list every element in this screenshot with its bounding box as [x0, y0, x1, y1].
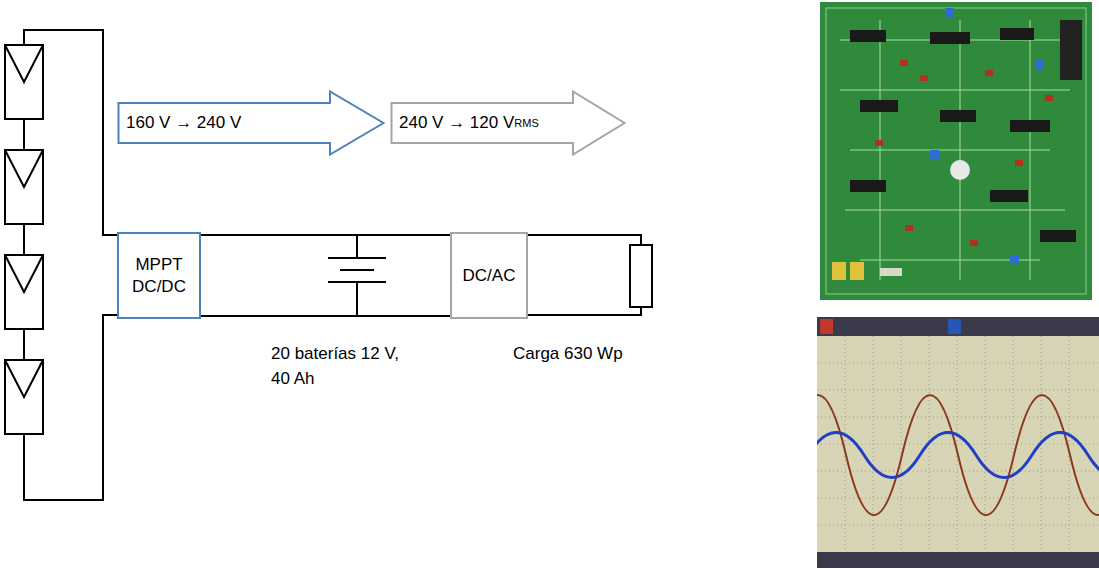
battery-symbol: [340, 269, 374, 271]
block-arrow: 240 V → 120 VRMS: [390, 90, 626, 156]
wire: [24, 315, 117, 500]
wire-connector: [201, 234, 450, 236]
chip: [860, 100, 898, 112]
pcb-trace: [826, 8, 1086, 294]
capacitor: [920, 75, 928, 81]
scope-footer: [817, 552, 1099, 568]
component: [950, 160, 970, 180]
wire: [23, 119, 25, 150]
trimmer: [930, 150, 939, 159]
chip: [850, 30, 886, 42]
node-text: 240 V → 120 V: [399, 113, 514, 133]
node-text: MPPT DC/DC: [132, 255, 186, 296]
chip: [1000, 28, 1034, 40]
wire-connector: [201, 315, 450, 317]
capacitor: [1045, 95, 1053, 101]
trimmer: [945, 8, 954, 17]
wire: [24, 30, 117, 235]
resistor-symbol: [630, 245, 652, 307]
annotation-label: 20 baterías 12 V, 40 Ah: [271, 341, 421, 391]
battery-symbol: [328, 257, 386, 259]
scope-header: [817, 317, 1099, 336]
arrow-shape: [392, 92, 625, 155]
process-box: MPPT DC/DC: [117, 232, 201, 319]
solar-panel: [5, 150, 43, 224]
channel-tag: [948, 319, 961, 334]
voltage-wave: [817, 395, 1099, 515]
chip: [940, 110, 976, 122]
resistor: [880, 268, 902, 276]
channel-tag: [820, 319, 833, 334]
process-box: DC/AC: [450, 232, 528, 319]
wire: [356, 235, 358, 258]
scope-grid: [817, 336, 1099, 552]
solar-panel: [5, 45, 43, 119]
panel-symbol: [5, 150, 43, 187]
wire: [528, 307, 641, 315]
solar-panel: [5, 360, 43, 434]
chip: [990, 190, 1028, 202]
capacitor: [1015, 160, 1023, 166]
text-holder: 160 V → 240 V: [126, 103, 327, 143]
wire: [23, 329, 25, 360]
capacitor: [850, 262, 864, 280]
chip: [930, 32, 970, 44]
text-holder: 240 V → 120 VRMS: [399, 103, 570, 143]
capacitor: [905, 225, 913, 231]
panel-symbol: [5, 360, 43, 397]
wire: [528, 235, 641, 245]
pcb-photo: [820, 2, 1092, 300]
annotation-label: Carga 630 Wp: [513, 341, 683, 366]
scope-photo: [817, 317, 1099, 568]
capacitor: [900, 60, 908, 66]
block-arrow: 160 V → 240 V: [117, 90, 385, 156]
arrow-shape: [119, 92, 384, 155]
subscript-text: RMS: [514, 117, 538, 129]
capacitor: [832, 262, 846, 280]
node-text: DC/AC: [463, 266, 516, 285]
solar-panel: [5, 255, 43, 329]
text-holder: MPPT DC/DC: [119, 254, 199, 298]
capacitor: [875, 140, 883, 146]
panel-symbol: [5, 255, 43, 292]
pcb-trace: [840, 20, 1070, 280]
text-holder: DC/AC: [459, 265, 520, 287]
trimmer: [1035, 60, 1044, 69]
current-wave: [817, 433, 1099, 478]
capacitor: [985, 70, 993, 76]
trimmer: [1010, 255, 1019, 264]
chip: [1040, 230, 1076, 242]
capacitor: [970, 240, 978, 246]
wire: [356, 282, 358, 315]
node-text: 160 V → 240 V: [126, 113, 241, 133]
panel-symbol: [5, 45, 43, 82]
chip: [850, 180, 886, 192]
chip: [1010, 120, 1050, 132]
connector: [1060, 20, 1082, 80]
wire: [23, 224, 25, 255]
